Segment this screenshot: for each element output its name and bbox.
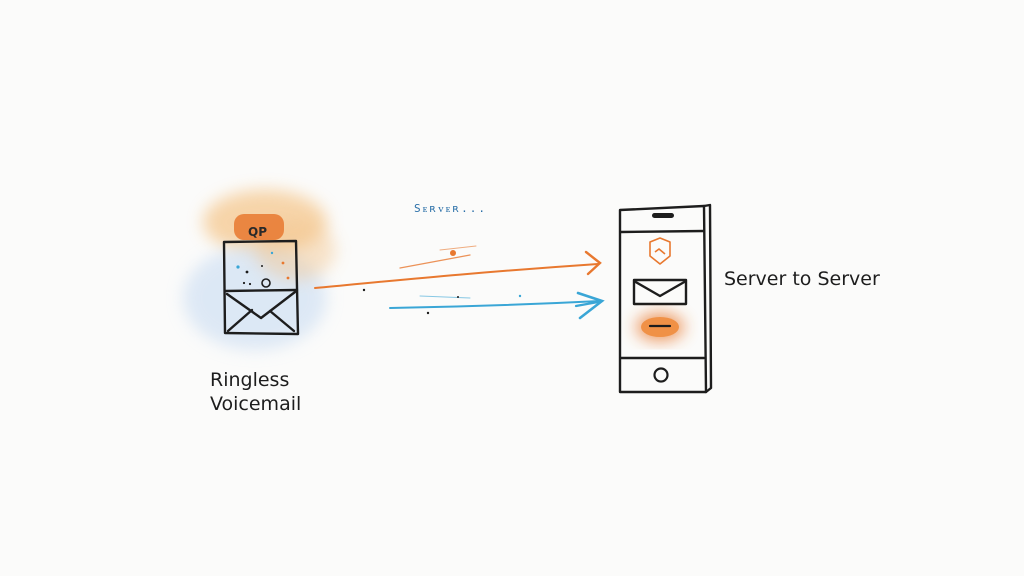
source-label: Ringless Voicemail (210, 368, 301, 416)
voicemail-device-icon (222, 239, 300, 336)
home-button-icon (653, 367, 669, 383)
flow-specks (362, 288, 522, 315)
target-label: Server to Server (724, 268, 880, 290)
source-badge (234, 214, 284, 240)
envelope-icon (225, 290, 297, 333)
shield-icon (649, 237, 671, 265)
screen-dots (236, 251, 290, 288)
flow-arrow-secondary (389, 291, 605, 320)
source-label-line1: Ringless (210, 369, 290, 391)
flow-arrow-primary (314, 245, 602, 289)
target-envelope-icon (632, 278, 688, 306)
audio-message-icon (636, 313, 684, 341)
flow-label: Sᴇʀᴠᴇʀ... (414, 202, 488, 215)
speaker-slot (652, 213, 674, 218)
source-badge-text: QP (248, 225, 267, 239)
source-watercolor (183, 190, 336, 350)
smartphone-icon (618, 203, 713, 394)
source-label-line2: Voicemail (210, 393, 302, 415)
